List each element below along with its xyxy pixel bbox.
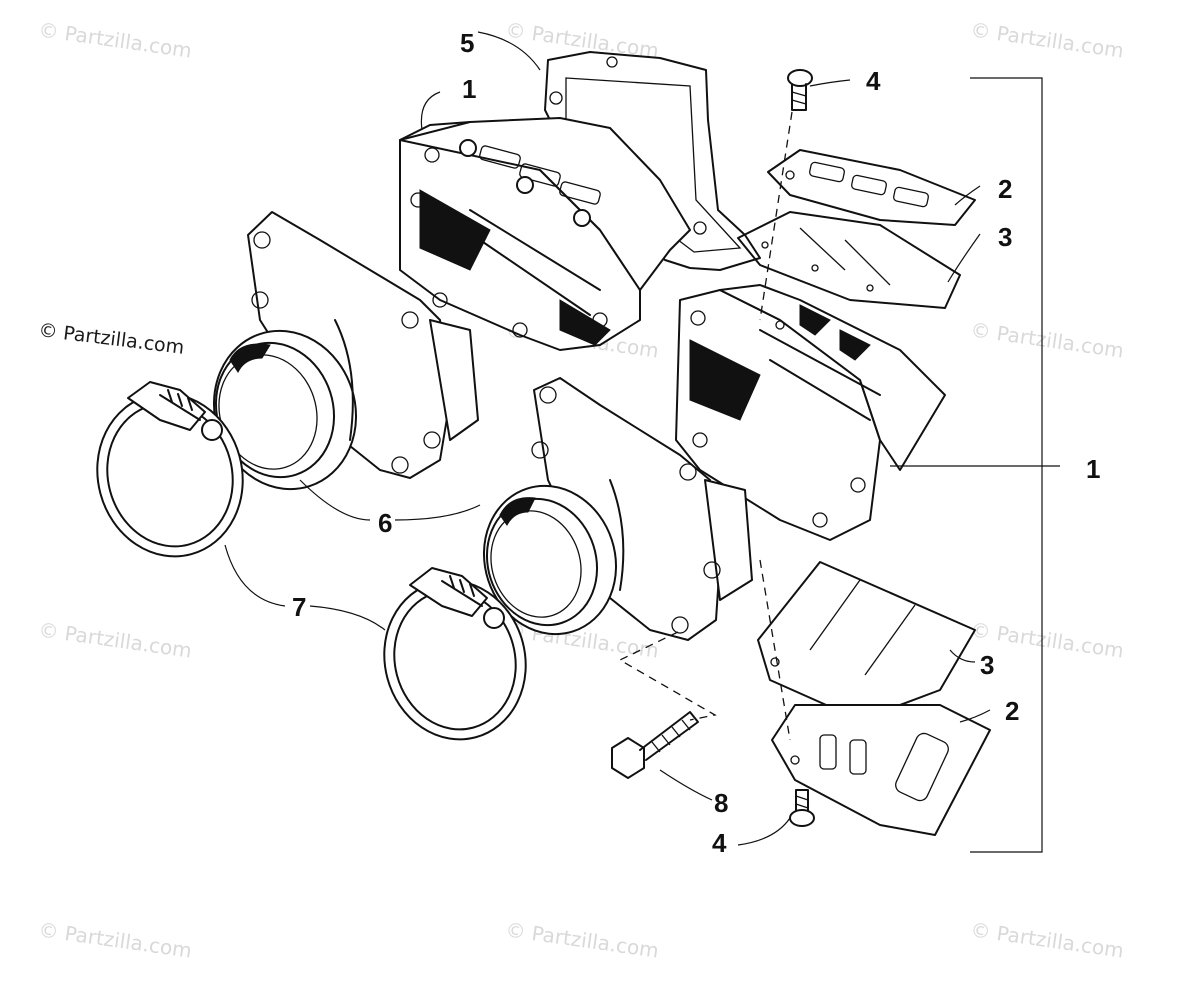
reed-cage-right [675,284,946,541]
callout-2-upper: 2 [998,174,1012,204]
callout-4-lower: 4 [712,828,727,858]
callout-3-lower: 3 [980,650,994,680]
callout-5: 5 [460,28,474,58]
callout-8: 8 [714,788,728,818]
callout-7: 7 [292,592,306,622]
flange-bolt [611,711,699,779]
hose-clamp-right [383,567,527,741]
reed-petals-upper [737,211,961,309]
assembly-guide-lines [618,111,793,741]
callout-4-upper: 4 [866,66,881,96]
leader-lines [224,31,1060,853]
callout-3-upper: 3 [998,222,1012,252]
screw-upper [787,69,813,111]
hose-clamp-left [96,381,244,558]
callout-labels: 5 1 4 2 3 1 6 7 3 2 8 4 [292,28,1100,858]
intake-flange-right [482,377,753,641]
callout-1-right: 1 [1086,454,1100,484]
screw-lower [789,789,815,827]
callout-2-lower: 2 [1005,696,1019,726]
reed-stopper-lower [771,704,991,836]
reed-petals-lower [757,561,976,721]
reed-cage-upper [399,117,691,351]
intake-flange-left [212,211,479,491]
callout-1-top: 1 [462,74,476,104]
callout-6: 6 [378,508,392,538]
reed-stopper-upper [767,149,976,226]
